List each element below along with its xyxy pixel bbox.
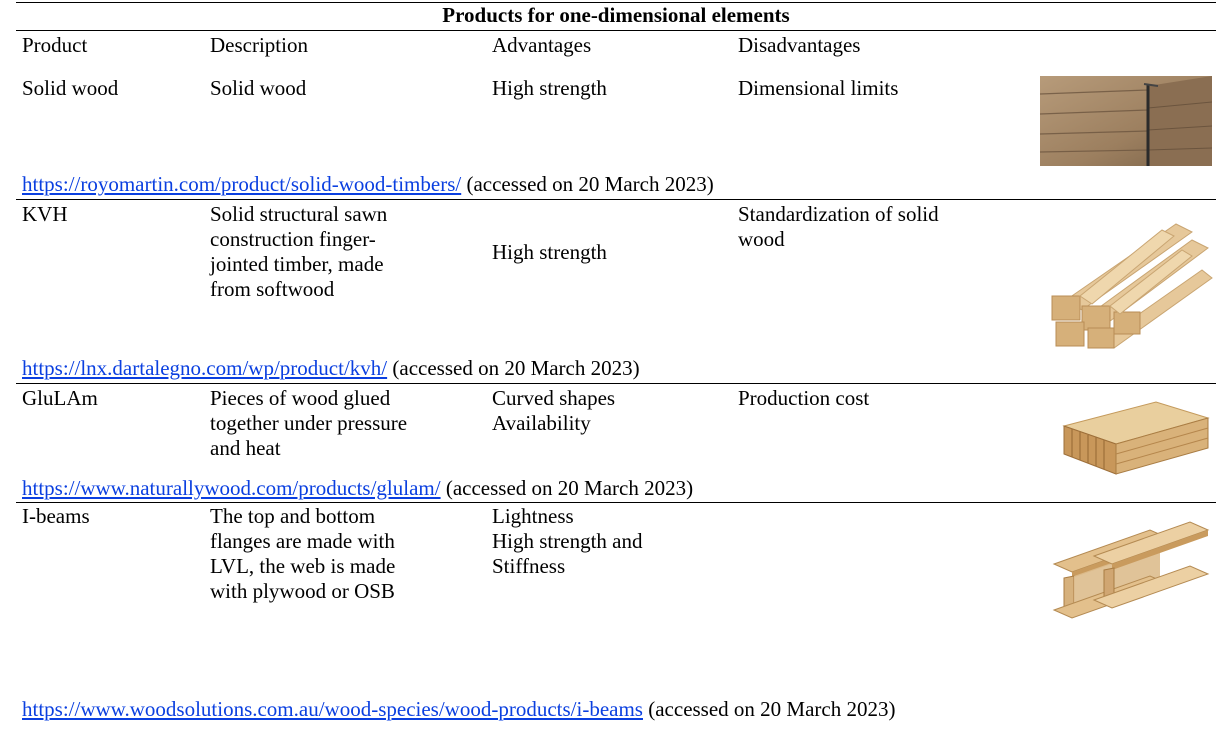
description-line: construction finger-: [210, 227, 376, 251]
row-kvh-disadvantages: Standardization of solid wood: [738, 202, 1010, 252]
description-line: The top and bottom: [210, 504, 376, 528]
row-i-beams-product: I-beams: [22, 504, 90, 528]
source-link[interactable]: https://royomartin.com/product/solid-woo…: [22, 172, 462, 196]
description-line: Pieces of wood glued: [210, 386, 391, 410]
row-glulam-advantages: Curved shapes Availability: [492, 386, 722, 436]
row-solid-wood-disadvantages: Dimensional limits: [738, 76, 1010, 101]
row-divider: [16, 502, 1216, 503]
advantage-line: High strength: [492, 76, 607, 100]
disadvantage-line: Production cost: [738, 386, 870, 410]
disadvantage-line: wood: [738, 227, 785, 251]
advantage-line: Lightness: [492, 504, 574, 528]
row-solid-wood-source: https://royomartin.com/product/solid-woo…: [22, 172, 714, 197]
header-description: Description: [210, 33, 308, 57]
advantage-line: Curved shapes: [492, 386, 616, 410]
source-accessed: (accessed on 20 March 2023): [466, 172, 714, 196]
title-rule: [16, 30, 1216, 31]
row-kvh-product: KVH: [22, 202, 68, 226]
source-link[interactable]: https://www.woodsolutions.com.au/wood-sp…: [22, 697, 643, 721]
table-title: Products for one-dimensional elements: [442, 3, 790, 27]
header-product: Product: [22, 33, 88, 57]
source-accessed: (accessed on 20 March 2023): [392, 356, 640, 380]
description-line: with plywood or OSB: [210, 579, 395, 603]
description-line: Solid structural sawn: [210, 202, 388, 226]
row-glulam-product: GluLAm: [22, 386, 98, 410]
kvh-timber-photo: [1042, 200, 1214, 352]
row-i-beams-advantages: Lightness High strength and Stiffness: [492, 504, 722, 579]
row-divider: [16, 199, 1216, 200]
description-line: jointed timber, made: [210, 252, 384, 276]
row-glulam-disadvantages: Production cost: [738, 386, 1010, 411]
source-link[interactable]: https://www.naturallywood.com/products/g…: [22, 476, 441, 500]
row-kvh-advantages: High strength: [492, 240, 722, 265]
header-disadvantages: Disadvantages: [738, 33, 861, 57]
description-line: Solid wood: [210, 76, 307, 100]
description-line: and heat: [210, 436, 281, 460]
row-divider: [16, 383, 1216, 384]
description-line: from softwood: [210, 277, 335, 301]
glulam-block-photo: [1060, 390, 1212, 480]
advantage-line: Availability: [492, 411, 591, 435]
header-advantages: Advantages: [492, 33, 592, 57]
advantage-line: High strength: [492, 240, 607, 264]
solid-wood-stack-photo: [1040, 76, 1212, 166]
i-beam-photo: [1050, 512, 1212, 622]
row-solid-wood-description: Solid wood: [210, 76, 472, 101]
table-top-rule: [16, 2, 1216, 3]
row-i-beams-description: The top and bottom flanges are made with…: [210, 504, 472, 604]
disadvantage-line: Dimensional limits: [738, 76, 899, 100]
description-line: flanges are made with: [210, 529, 395, 553]
source-accessed: (accessed on 20 March 2023): [648, 697, 896, 721]
source-accessed: (accessed on 20 March 2023): [445, 476, 694, 500]
row-kvh-source: https://lnx.dartalegno.com/wp/product/kv…: [22, 356, 640, 381]
description-line: LVL, the web is made: [210, 554, 396, 578]
row-kvh-description: Solid structural sawn construction finge…: [210, 202, 472, 302]
row-glulam-source: https://www.naturallywood.com/products/g…: [22, 476, 693, 501]
source-link[interactable]: https://lnx.dartalegno.com/wp/product/kv…: [22, 356, 388, 380]
row-solid-wood-advantages: High strength: [492, 76, 722, 101]
advantage-line: High strength and: [492, 529, 643, 553]
disadvantage-line: Standardization of solid: [738, 202, 939, 226]
advantage-line: Stiffness: [492, 554, 566, 578]
row-glulam-description: Pieces of wood glued together under pres…: [210, 386, 472, 461]
description-line: together under pressure: [210, 411, 408, 435]
row-i-beams-source: https://www.woodsolutions.com.au/wood-sp…: [22, 697, 895, 722]
row-solid-wood-product: Solid wood: [22, 76, 119, 100]
